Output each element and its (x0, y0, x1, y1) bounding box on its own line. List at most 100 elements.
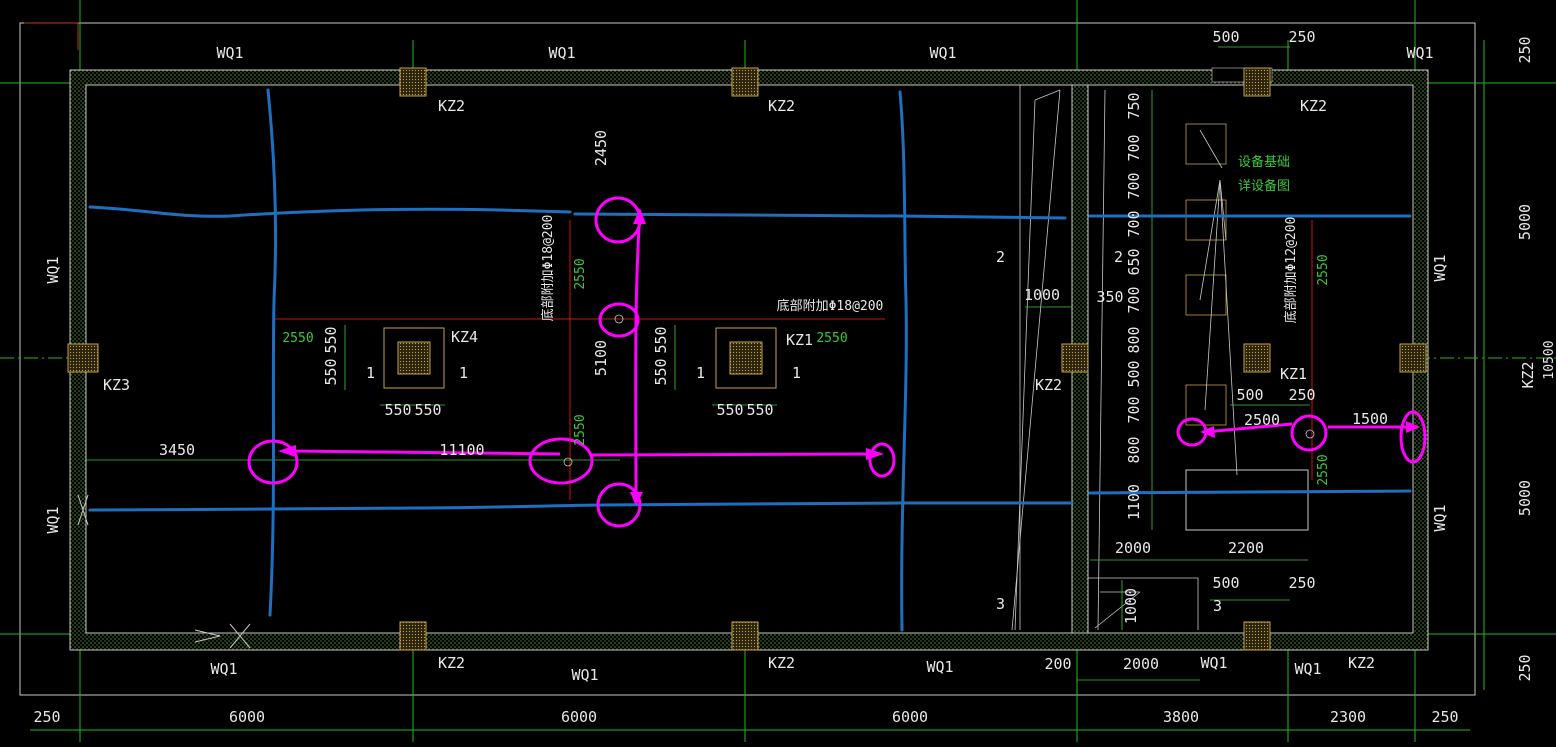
dim-2500: 2500 (1244, 411, 1280, 429)
dim-550-e: 550 (384, 401, 411, 419)
label-kz2-b: KZ2 (768, 97, 795, 115)
dim-right-10500: 10500 (1542, 340, 1556, 379)
dim-550-a: 550 (322, 326, 340, 353)
dim-500-c: 500 (1212, 574, 1239, 592)
note-equipment-b: 详设备图 (1238, 178, 1290, 194)
dim-800-a: 800 (1125, 326, 1143, 353)
equipment-foundations (1185, 123, 1227, 426)
dim-1500: 1500 (1352, 410, 1388, 428)
equipment-base (1185, 469, 1309, 531)
label-wq1-right-a: WQ1 (1431, 254, 1449, 281)
pipe-lines (88, 88, 1412, 632)
dim-1000-b: 1000 (1122, 588, 1140, 624)
dim-700-a: 700 (1125, 134, 1143, 161)
dim-250-a: 250 (1288, 386, 1315, 404)
label-wq1-left-b: WQ1 (44, 506, 62, 533)
dim-right-250-bottom: 250 (1516, 654, 1534, 681)
dim-bottom-6000-b: 6000 (561, 708, 597, 726)
label-wq1-top-b: WQ1 (548, 44, 575, 62)
label-kz1-a: KZ1 (786, 331, 813, 349)
dim-750: 750 (1125, 92, 1143, 119)
section-mark-2a: 2 (996, 248, 1005, 266)
note-equipment-a: 设备基础 (1238, 154, 1290, 170)
dim-bottom-6000-a: 6000 (229, 708, 265, 726)
section-mark-1d: 1 (792, 364, 801, 382)
dim-200: 200 (1044, 655, 1071, 673)
label-kz2-h: KZ2 (1519, 361, 1537, 388)
dim-2550-e: 2550 (1316, 254, 1331, 285)
columns (67, 67, 1427, 651)
section-mark-2b: 2 (1114, 248, 1123, 266)
leader-lines (1011, 85, 1238, 631)
section-mark-1b: 1 (459, 364, 468, 382)
label-wq1-bottom-c: WQ1 (926, 658, 953, 676)
label-kz3: KZ3 (103, 376, 130, 394)
dim-right-250-top: 250 (1516, 36, 1534, 63)
label-wq1-top-a: WQ1 (216, 44, 243, 62)
dim-350: 350 (1096, 288, 1123, 306)
dim-250-b: 250 (1288, 574, 1315, 592)
section-mark-1a: 1 (366, 364, 375, 382)
wall-outline (69, 67, 1429, 651)
dim-top-500: 500 (1212, 28, 1239, 46)
dim-700-c: 700 (1125, 210, 1143, 237)
dim-2000-b: 2000 (1123, 655, 1159, 673)
dim-700-b: 700 (1125, 172, 1143, 199)
dim-550-b: 550 (322, 358, 340, 385)
dim-550-g: 550 (716, 401, 743, 419)
dim-550-d: 550 (652, 358, 670, 385)
dim-500-b: 500 (1236, 386, 1263, 404)
frame-corner-mark (24, 22, 79, 50)
dim-2550-d: 2550 (573, 414, 588, 445)
dim-5100: 5100 (592, 340, 610, 376)
label-kz2-c: KZ2 (1300, 97, 1327, 115)
dim-bottom-250-right: 250 (1431, 708, 1458, 726)
markup-arrowheads (278, 208, 1420, 506)
dim-bottom-3800: 3800 (1163, 708, 1199, 726)
label-kz2-e: KZ2 (768, 654, 795, 672)
note-rebar-mid: 底部附加Φ18@200 (777, 298, 884, 314)
note-rebar-right: 底部附加Φ12@200 (1283, 217, 1299, 324)
dim-2550-a: 2550 (282, 331, 313, 346)
label-kz2-g: KZ2 (1035, 376, 1062, 394)
dim-700-d: 700 (1125, 286, 1143, 313)
dim-bottom-2300: 2300 (1330, 708, 1366, 726)
section-mark-1c: 1 (696, 364, 705, 382)
label-kz2-f: KZ2 (1348, 654, 1375, 672)
section-mark-3b: 3 (1213, 597, 1222, 615)
label-kz4: KZ4 (451, 328, 478, 346)
label-wq1-bottom-b: WQ1 (571, 666, 598, 684)
label-kz2-d: KZ2 (438, 654, 465, 672)
label-wq1-left-a: WQ1 (44, 256, 62, 283)
label-wq1-bottom-e: WQ1 (1294, 660, 1321, 678)
dim-2000-a: 2000 (1115, 539, 1151, 557)
dim-bottom-6000-c: 6000 (892, 708, 928, 726)
dim-bottom-250-left: 250 (33, 708, 60, 726)
dim-550-c: 550 (652, 326, 670, 353)
dim-right-5000-a: 5000 (1516, 204, 1534, 240)
north-arrow-marks (77, 494, 251, 649)
point-markers (563, 314, 1315, 467)
markup-layer (247, 196, 1427, 528)
reinforcement-lines (275, 220, 1313, 500)
label-wq1-bottom-a: WQ1 (210, 660, 237, 678)
dim-2550-f: 2550 (1316, 454, 1331, 485)
dim-2550-c: 2550 (573, 258, 588, 289)
dim-800-b: 800 (1125, 436, 1143, 463)
dim-right-5000-b: 5000 (1516, 480, 1534, 516)
dim-top-250: 250 (1288, 28, 1315, 46)
section-mark-3a: 3 (996, 595, 1005, 613)
dim-550-h: 550 (746, 401, 773, 419)
dim-700-e: 700 (1125, 396, 1143, 423)
dim-11100: 11100 (439, 441, 484, 459)
label-kz2-a: KZ2 (438, 97, 465, 115)
dim-650: 650 (1125, 248, 1143, 275)
dim-1000-a: 1000 (1024, 286, 1060, 304)
dim-2200: 2200 (1228, 539, 1264, 557)
label-wq1-top-d: WQ1 (1406, 44, 1433, 62)
label-wq1-top-c: WQ1 (929, 44, 956, 62)
label-wq1-bottom-d: WQ1 (1200, 654, 1227, 672)
label-wq1-right-b: WQ1 (1431, 504, 1449, 531)
